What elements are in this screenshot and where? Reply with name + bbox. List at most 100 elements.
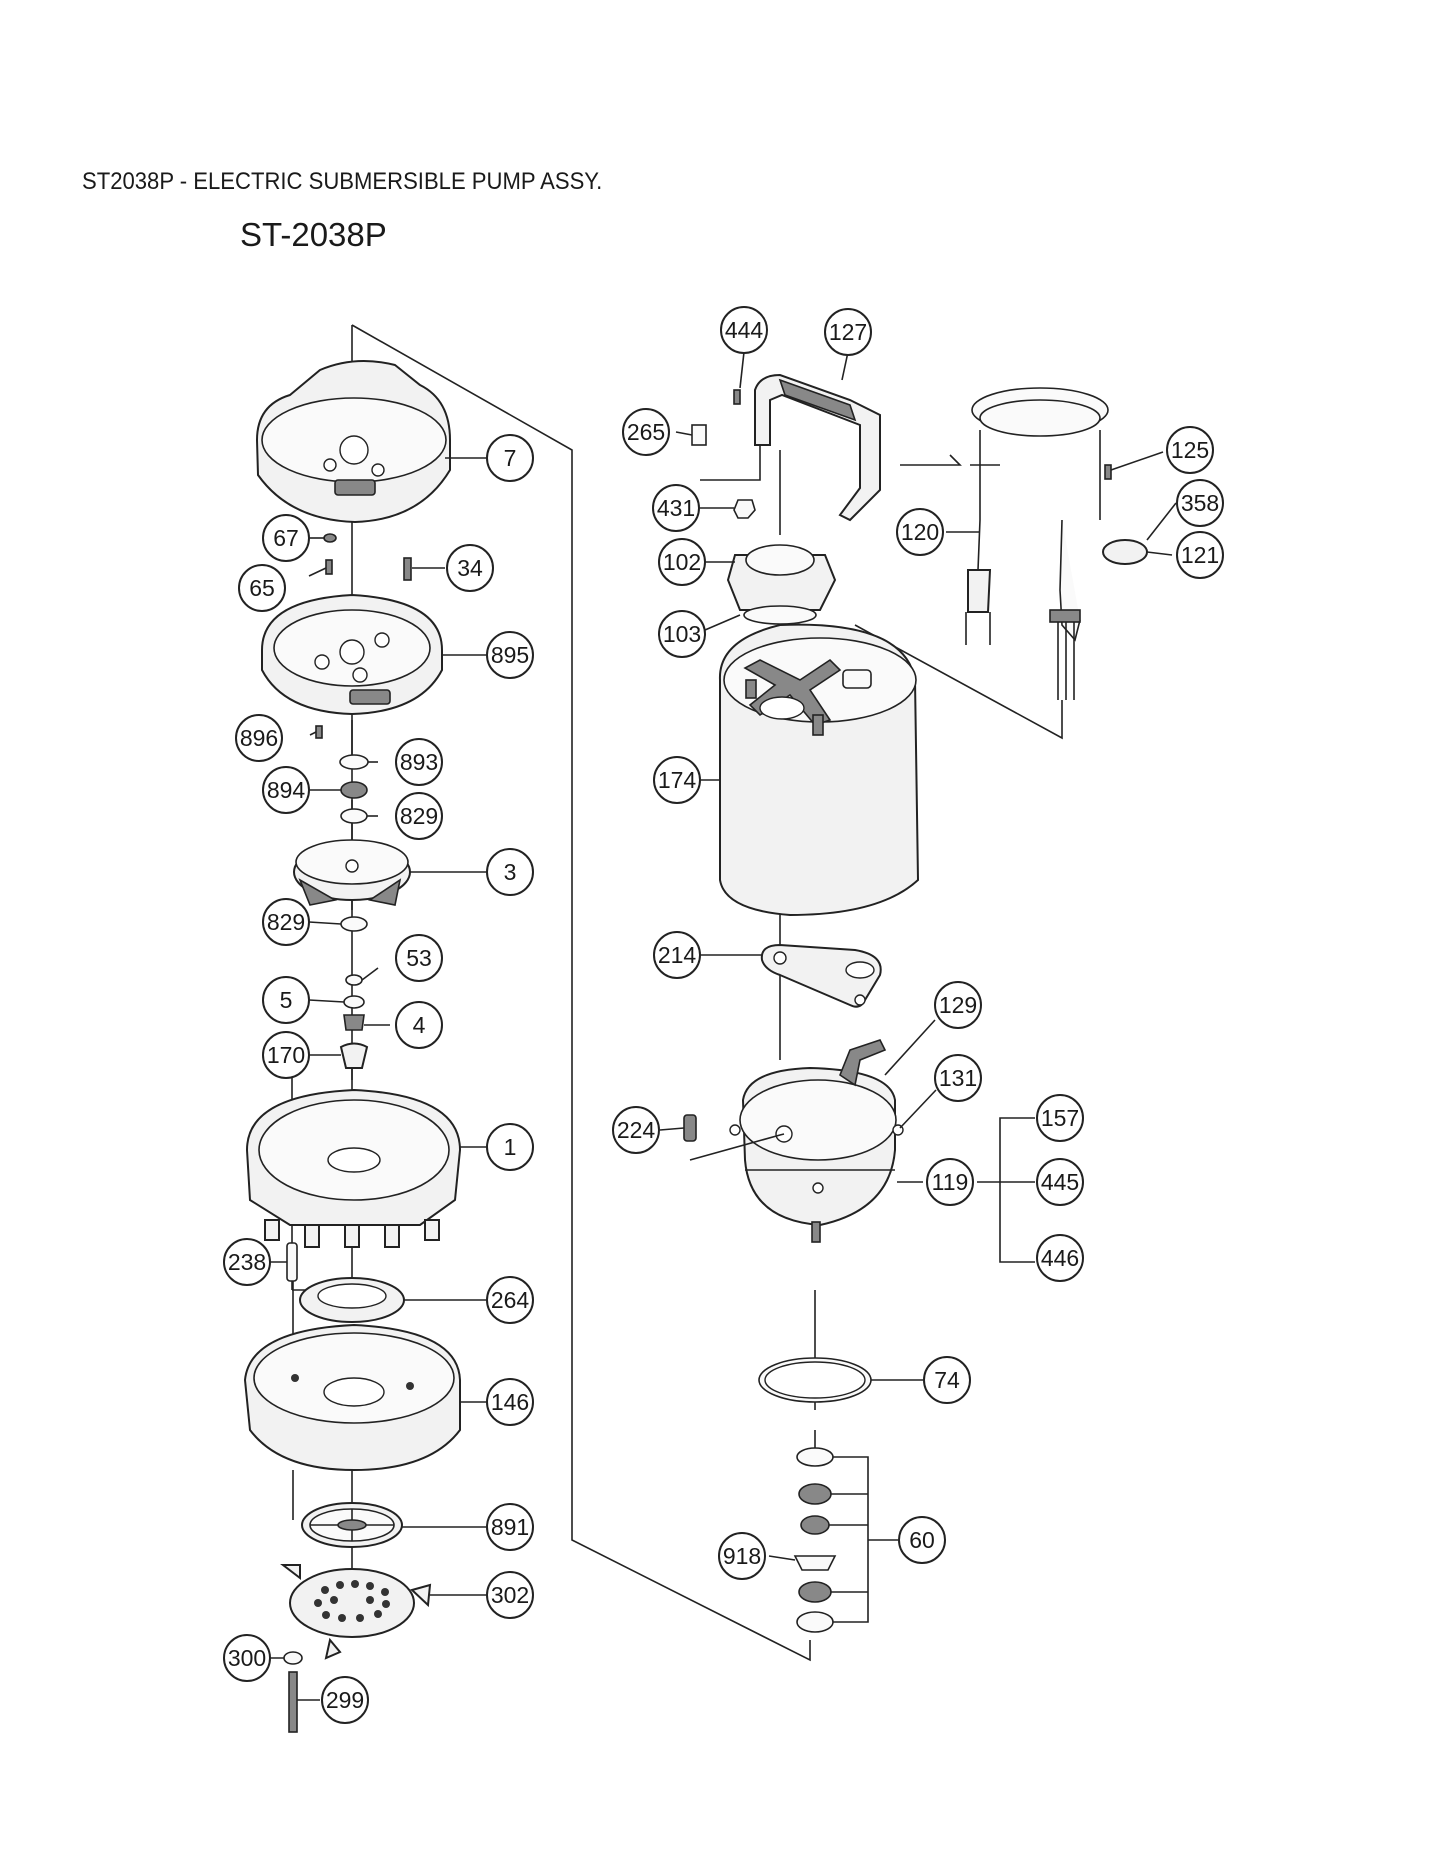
svg-text:53: 53	[406, 945, 432, 971]
callout-157: 157	[1036, 1094, 1084, 1142]
callout-125: 125	[1166, 426, 1214, 474]
part-146-base	[243, 1323, 461, 1472]
callout-7: 7	[486, 434, 534, 482]
svg-text:896: 896	[240, 725, 278, 751]
svg-text:214: 214	[658, 942, 697, 968]
callout-264: 264	[486, 1276, 534, 1324]
callout-918: 918	[718, 1532, 766, 1580]
svg-text:358: 358	[1181, 490, 1219, 516]
svg-text:3: 3	[504, 859, 517, 885]
callout-302: 302	[486, 1571, 534, 1619]
callout-895: 895	[486, 631, 534, 679]
svg-text:893: 893	[400, 749, 438, 775]
callout-896: 896	[235, 714, 283, 762]
svg-text:431: 431	[657, 495, 695, 521]
small-hardware-left	[315, 533, 412, 1069]
callout-3: 3	[486, 848, 534, 896]
svg-text:4: 4	[413, 1012, 426, 1038]
part-121-358-cable-grommet	[1049, 464, 1148, 700]
callout-74: 74	[923, 1356, 971, 1404]
part-3-impeller	[293, 839, 411, 906]
callout-131: 131	[934, 1054, 982, 1102]
part-60-918-seal-stack	[793, 1447, 837, 1633]
part-891-strainer	[301, 1502, 403, 1548]
callout-265: 265	[622, 408, 670, 456]
svg-text:103: 103	[663, 621, 701, 647]
callout-120: 120	[896, 508, 944, 556]
svg-text:238: 238	[228, 1249, 266, 1275]
svg-text:170: 170	[267, 1042, 305, 1068]
callout-431: 431	[652, 484, 700, 532]
page-title: ST2038P - ELECTRIC SUBMERSIBLE PUMP ASSY…	[82, 168, 603, 195]
callout-829-lower: 829	[262, 898, 310, 946]
svg-text:1: 1	[504, 1134, 517, 1160]
svg-text:829: 829	[267, 909, 305, 935]
callout-238: 238	[223, 1238, 271, 1286]
svg-text:302: 302	[491, 1582, 529, 1608]
svg-text:300: 300	[228, 1645, 266, 1671]
svg-text:102: 102	[663, 549, 701, 575]
svg-text:894: 894	[267, 777, 306, 803]
callout-102: 102	[658, 538, 706, 586]
svg-text:445: 445	[1041, 1169, 1079, 1195]
part-120-power-cord	[965, 387, 1109, 645]
part-299-300-bolt	[283, 1651, 303, 1733]
svg-text:174: 174	[658, 767, 697, 793]
callout-299: 299	[321, 1676, 369, 1724]
part-214-bracket	[760, 943, 882, 1008]
part-74-oring	[758, 1357, 872, 1403]
part-174-motor-housing	[718, 623, 920, 917]
callout-103: 103	[658, 610, 706, 658]
svg-text:120: 120	[901, 519, 939, 545]
callout-119: 119	[926, 1158, 974, 1206]
svg-text:918: 918	[723, 1543, 761, 1569]
part-1-pump-casing	[245, 1088, 462, 1248]
callout-170: 170	[262, 1031, 310, 1079]
svg-text:65: 65	[249, 575, 275, 601]
callout-leader-lines	[267, 351, 1177, 1701]
model-label: ST-2038P	[240, 216, 387, 253]
part-895-plate	[261, 593, 443, 716]
part-102-103-discharge-fitting	[726, 544, 837, 625]
callout-444: 444	[720, 306, 768, 354]
small-hardware-top-right	[691, 389, 756, 519]
callout-60: 60	[898, 1516, 946, 1564]
svg-text:146: 146	[491, 1389, 529, 1415]
callout-893: 893	[395, 738, 443, 786]
svg-text:444: 444	[725, 317, 764, 343]
svg-text:74: 74	[934, 1367, 960, 1393]
svg-text:829: 829	[400, 803, 438, 829]
svg-text:895: 895	[491, 642, 529, 668]
svg-text:121: 121	[1181, 542, 1219, 568]
svg-text:131: 131	[939, 1065, 977, 1091]
svg-text:60: 60	[909, 1527, 935, 1553]
callout-1: 1	[486, 1123, 534, 1171]
part-224-stud	[683, 1114, 697, 1142]
callout-65: 65	[238, 564, 286, 612]
part-264-ring	[299, 1277, 405, 1323]
callout-891: 891	[486, 1503, 534, 1551]
svg-text:67: 67	[273, 525, 299, 551]
callout-67: 67	[262, 514, 310, 562]
callout-894: 894	[262, 766, 310, 814]
callout-146: 146	[486, 1378, 534, 1426]
callout-34: 34	[446, 544, 494, 592]
callout-129: 129	[934, 981, 982, 1029]
callout-121: 121	[1176, 531, 1224, 579]
svg-text:5: 5	[280, 987, 293, 1013]
svg-text:299: 299	[326, 1687, 364, 1713]
callout-4: 4	[395, 1001, 443, 1049]
callout-358: 358	[1176, 479, 1224, 527]
svg-text:119: 119	[932, 1169, 969, 1195]
callout-214: 214	[653, 931, 701, 979]
callout-53: 53	[395, 934, 443, 982]
part-302-screen	[280, 1564, 432, 1660]
svg-text:157: 157	[1041, 1105, 1079, 1131]
svg-text:265: 265	[627, 419, 665, 445]
callout-127: 127	[824, 308, 872, 356]
callout-5: 5	[262, 976, 310, 1024]
svg-text:34: 34	[457, 555, 483, 581]
callout-300: 300	[223, 1634, 271, 1682]
svg-text:129: 129	[939, 992, 977, 1018]
